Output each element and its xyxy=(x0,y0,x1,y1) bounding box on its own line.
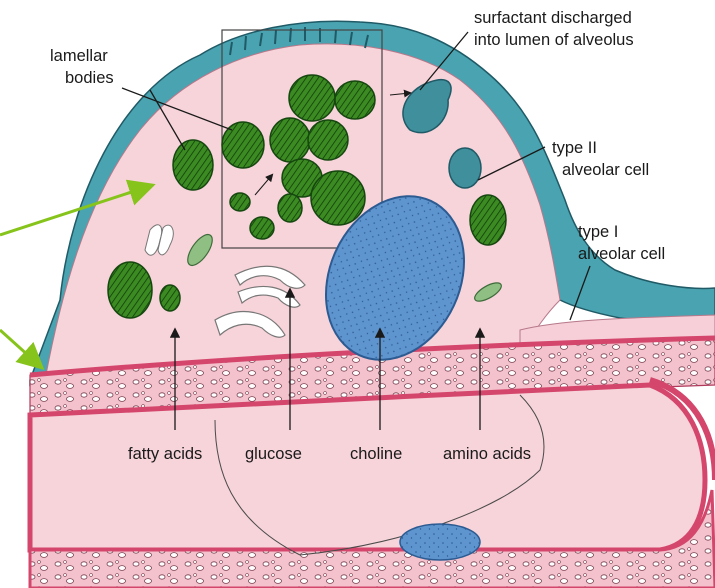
label-type-i-line2: alveolar cell xyxy=(578,244,665,264)
lamellar-body xyxy=(470,195,506,245)
lamellar-body xyxy=(278,194,302,222)
label-lamellar-bodies-line2: bodies xyxy=(65,68,114,88)
lamellar-body xyxy=(308,120,348,160)
label-choline: choline xyxy=(350,444,402,464)
capillary-lumen xyxy=(30,385,705,550)
label-surfactant-line1: surfactant discharged xyxy=(474,8,632,28)
red-blood-cell xyxy=(400,524,480,560)
label-type-ii-line1: type II xyxy=(552,138,597,158)
label-amino-acids: amino acids xyxy=(443,444,531,464)
lamellar-body xyxy=(289,75,335,121)
lamellar-body xyxy=(311,171,365,225)
lamellar-body xyxy=(335,81,375,119)
label-glucose: glucose xyxy=(245,444,302,464)
label-type-i-line1: type I xyxy=(578,222,618,242)
teal-vesicle xyxy=(449,148,481,188)
lamellar-body xyxy=(108,262,152,318)
lamellar-body xyxy=(250,217,274,239)
label-type-ii-line2: alveolar cell xyxy=(562,160,649,180)
lamellar-body xyxy=(160,285,180,311)
lamellar-body xyxy=(230,193,250,211)
label-lamellar-bodies-line1: lamellar xyxy=(50,46,108,66)
lamellar-body xyxy=(173,140,213,190)
label-surfactant-line2: into lumen of alveolus xyxy=(474,30,634,50)
annotation-arrow-lower xyxy=(0,330,40,366)
label-fatty-acids: fatty acids xyxy=(128,444,202,464)
lamellar-body xyxy=(270,118,310,162)
